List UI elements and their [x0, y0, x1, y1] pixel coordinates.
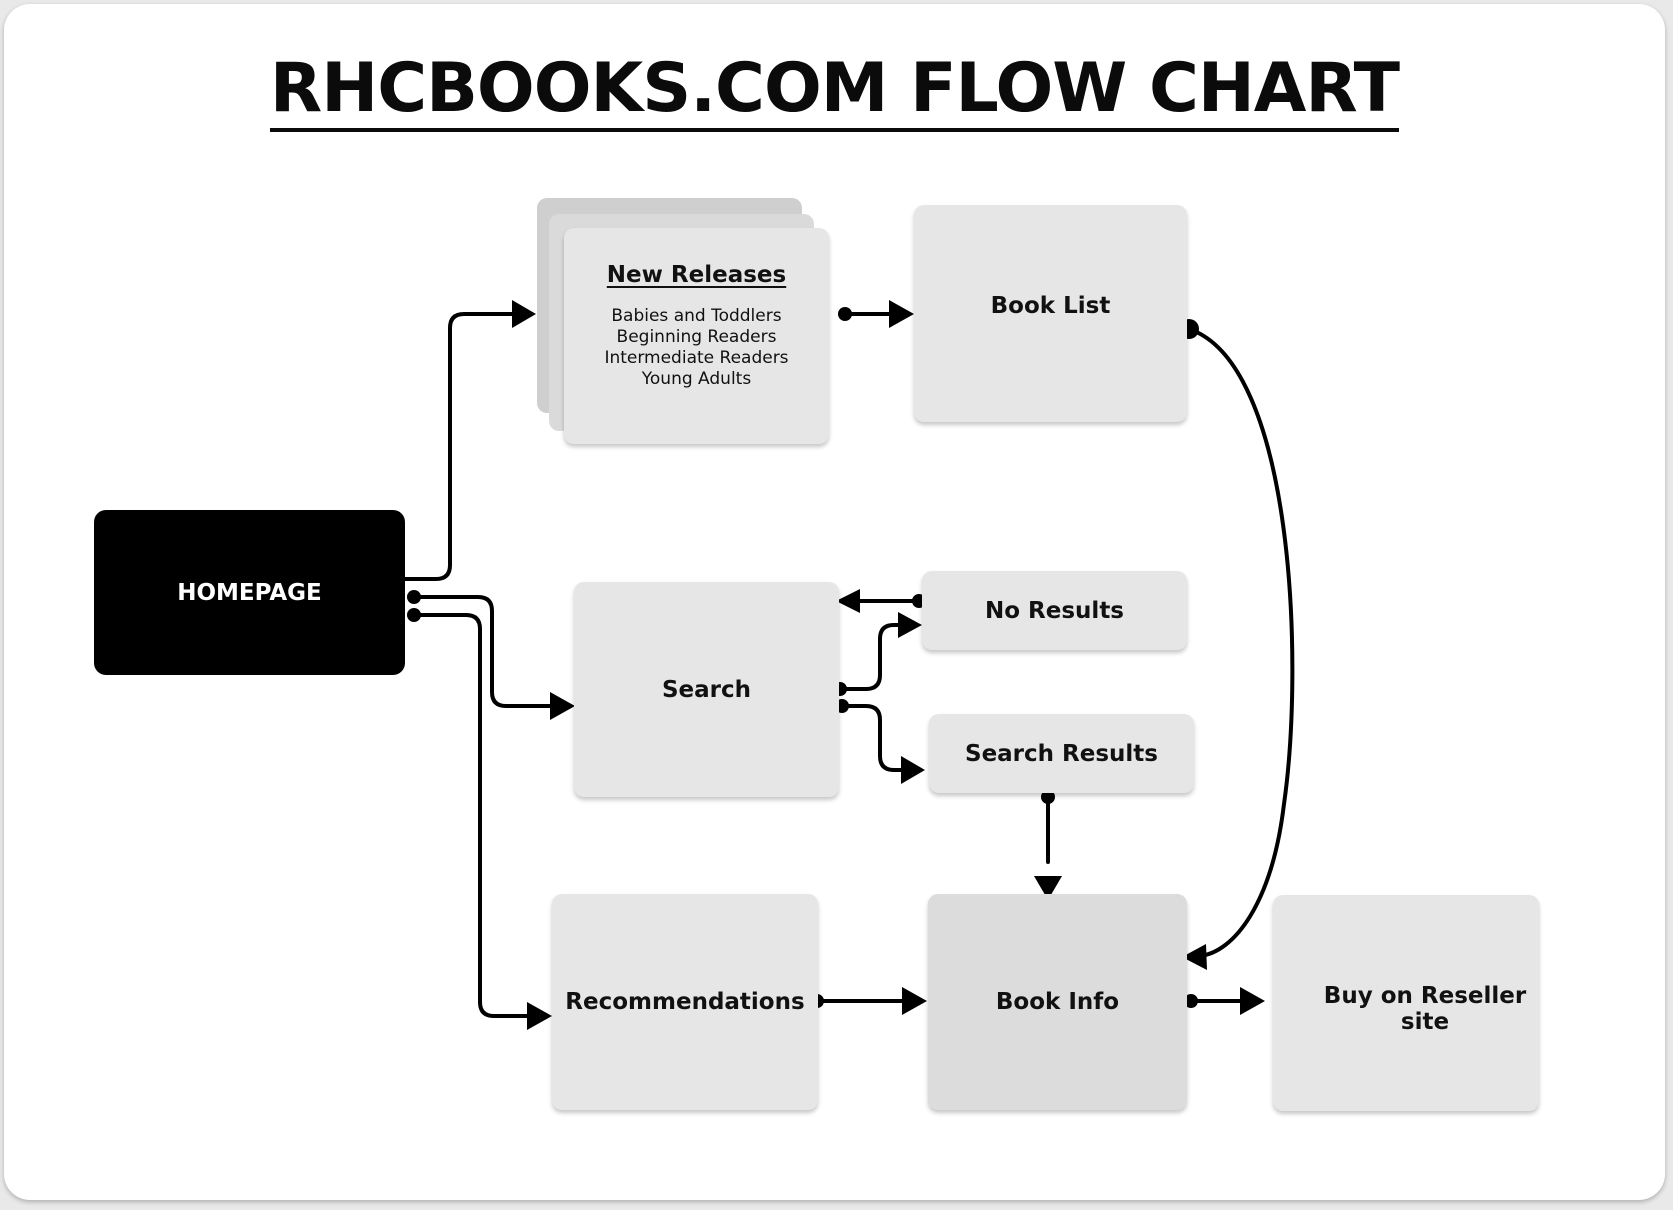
diagram-canvas: RHCBOOKS.COM FLOW CHART — [4, 4, 1665, 1200]
search-node[interactable]: Search — [574, 582, 839, 797]
new-releases-title: New Releases — [606, 262, 787, 288]
book-info-node[interactable]: Book Info — [928, 894, 1187, 1110]
recommendations-label: Recommendations — [565, 989, 805, 1015]
buy-reseller-node[interactable]: Buy on Reseller site — [1273, 895, 1539, 1111]
book-info-label: Book Info — [995, 989, 1120, 1015]
edge-book-list-book-info — [1187, 327, 1295, 958]
book-list-node[interactable]: Book List — [914, 205, 1187, 422]
arrowhead — [1034, 876, 1062, 900]
new-releases-node[interactable]: New Releases Babies and Toddlers Beginni… — [564, 228, 829, 444]
new-releases-item: Beginning Readers — [616, 327, 777, 347]
edge-dot — [407, 590, 421, 604]
new-releases-item: Babies and Toddlers — [611, 306, 782, 326]
arrowhead — [1240, 987, 1265, 1015]
new-releases-item: Young Adults — [641, 369, 752, 389]
search-results-node[interactable]: Search Results — [929, 714, 1194, 793]
buy-reseller-label: Buy on Reseller site — [1323, 983, 1527, 1035]
edge-dot — [838, 307, 852, 321]
arrowhead — [889, 300, 914, 328]
arrowhead — [1182, 944, 1207, 970]
arrowhead — [902, 987, 927, 1015]
arrowhead — [836, 589, 860, 613]
arrowhead — [512, 300, 536, 328]
edge-dot — [407, 608, 421, 622]
no-results-label: No Results — [985, 597, 1124, 624]
arrowhead — [550, 692, 575, 720]
page-title: RHCBOOKS.COM FLOW CHART — [4, 49, 1665, 132]
edge-dot — [1184, 994, 1198, 1008]
new-releases-item: Intermediate Readers — [604, 348, 789, 368]
homepage-node[interactable]: HOMEPAGE — [94, 510, 405, 675]
arrowhead — [527, 1002, 552, 1030]
edge-homepage-new-releases — [403, 312, 514, 581]
arrowhead — [898, 612, 922, 638]
homepage-label: HOMEPAGE — [177, 579, 322, 606]
search-label: Search — [661, 676, 752, 703]
edge-homepage-recommendations — [412, 613, 529, 1018]
new-releases-list: Babies and Toddlers Beginning Readers In… — [604, 306, 788, 390]
edge-search-search-results — [840, 704, 905, 772]
edge-dot — [1041, 790, 1055, 804]
edge-homepage-search — [412, 595, 552, 708]
edge-search-no-results — [838, 623, 902, 691]
arrowhead — [901, 756, 925, 784]
recommendations-node[interactable]: Recommendations — [552, 894, 818, 1110]
book-list-label: Book List — [990, 293, 1111, 319]
search-results-label: Search Results — [965, 740, 1158, 767]
no-results-node[interactable]: No Results — [922, 571, 1187, 650]
